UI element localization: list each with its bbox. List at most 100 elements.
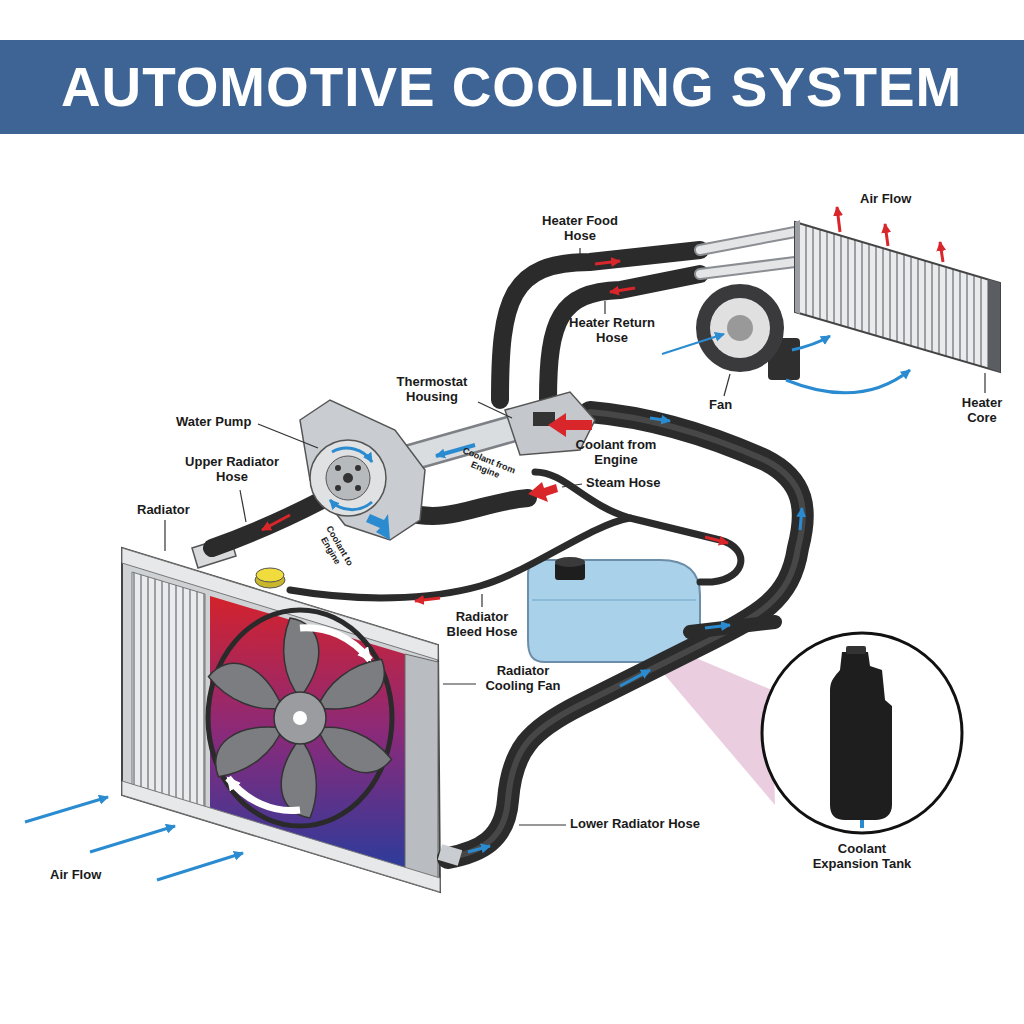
- hoses: [700, 232, 795, 250]
- cooling-fan: [293, 711, 307, 725]
- leader-line: [258, 424, 318, 448]
- flow-arrows: [620, 670, 650, 686]
- water-pump: [310, 440, 386, 516]
- part-label: Radiator Cooling Fan: [478, 664, 568, 694]
- hoses: [212, 232, 803, 858]
- flow-block-arrows: [528, 482, 558, 502]
- part-label: Water Pump: [176, 415, 251, 430]
- expansion-tank: [532, 599, 696, 601]
- water-pump: [343, 473, 353, 483]
- part-label: Upper Radiator Hose: [178, 455, 286, 485]
- hoses: [700, 262, 795, 274]
- part-label: Air Flow: [860, 192, 911, 207]
- title-text: AUTOMOTIVE COOLING SYSTEM: [61, 60, 962, 115]
- heater-core: [795, 222, 1000, 372]
- flow-arrows: [90, 826, 175, 852]
- cooling-fan: [228, 778, 300, 810]
- water-pump: [355, 465, 361, 471]
- hoses: [548, 274, 700, 400]
- flow-arrows: [800, 508, 802, 530]
- water-pump: [330, 500, 372, 510]
- flow-arrows: [786, 370, 910, 393]
- leader-line: [240, 490, 246, 522]
- radiator: [122, 781, 440, 892]
- radiator: [132, 572, 205, 815]
- flow-block-arrows: [366, 413, 592, 540]
- leader-line: [984, 373, 985, 393]
- part-label: Coolant Expansion Tank: [806, 842, 918, 872]
- part-label: Thermostat Housing: [388, 375, 476, 405]
- part-label: Air Flow: [50, 868, 101, 883]
- part-label: Steam Hose: [586, 476, 660, 491]
- thin-hoses: [290, 472, 741, 598]
- water-pump: [326, 456, 370, 500]
- expansion-tank: [555, 557, 585, 567]
- flow-arrows: [940, 242, 943, 262]
- cooling-fan: [204, 618, 396, 818]
- part-label: Fan: [709, 398, 732, 413]
- part-label: Lower Radiator Hose: [570, 817, 700, 832]
- blower-fan: [696, 284, 784, 372]
- tank-inset: [830, 652, 892, 820]
- water-pump: [335, 485, 341, 491]
- cooling-fan: [300, 628, 370, 660]
- flow-arrows: [468, 846, 490, 852]
- tank-inset: [762, 633, 962, 833]
- flow-arrows: [662, 334, 724, 354]
- cooling-fan: [281, 738, 316, 818]
- cooling-fan: [204, 610, 396, 826]
- leader-line: [481, 594, 482, 607]
- radiator: [122, 536, 440, 892]
- flow-arrows: [705, 537, 728, 543]
- flow-note: Coolant from Engine: [455, 445, 518, 487]
- part-label: Heater Return Hose: [567, 316, 657, 346]
- flow-block-arrows: [548, 413, 592, 437]
- flow-arrows: [837, 207, 840, 232]
- leader-line: [165, 248, 985, 825]
- hoses: [690, 622, 775, 632]
- flow-arrows: [595, 261, 620, 264]
- hoses: [405, 498, 528, 516]
- flow-block-arrows: [366, 514, 390, 540]
- water-pump: [335, 465, 341, 471]
- hoses: [700, 262, 795, 274]
- leader-line: [724, 374, 730, 396]
- flow-arrows: [885, 224, 888, 246]
- hoses: [500, 250, 700, 400]
- radiator: [405, 654, 438, 892]
- leader-line: [443, 683, 476, 684]
- part-label: Radiator Bleed Hose: [440, 610, 524, 640]
- leader-line: [562, 484, 582, 487]
- leader-line: [519, 824, 566, 825]
- cooling-fan: [274, 692, 326, 744]
- flow-arrows: [705, 625, 730, 628]
- tank-inset: [762, 633, 962, 833]
- leader-line: [164, 520, 165, 551]
- leader-line: [478, 402, 512, 418]
- water-pump: [355, 485, 361, 491]
- part-label: Coolant from Engine: [573, 438, 659, 468]
- blower-fan: [710, 298, 770, 358]
- part-label: Radiator: [137, 503, 190, 518]
- flow-arrows: [792, 336, 830, 350]
- blower-fan: [696, 284, 800, 380]
- heater-core: [795, 220, 1000, 372]
- flow-arrows: [415, 598, 440, 601]
- part-label: Heater Food Hose: [538, 214, 622, 244]
- heater-core: [795, 220, 800, 314]
- part-label: Heater Core: [953, 396, 1011, 426]
- leader-line: [579, 248, 580, 254]
- flow-arrows: [157, 853, 243, 880]
- blower-fan: [727, 315, 753, 341]
- tank-inset: [860, 820, 864, 828]
- water-pump: [332, 448, 372, 462]
- flow-arrows: [25, 797, 108, 822]
- thin-hoses: [535, 472, 741, 582]
- hoses: [440, 852, 460, 858]
- hoses: [700, 232, 795, 250]
- flow-arrows: [650, 418, 670, 421]
- heater-core: [988, 279, 1000, 372]
- hoses: [212, 500, 322, 548]
- water-pump: [300, 400, 425, 540]
